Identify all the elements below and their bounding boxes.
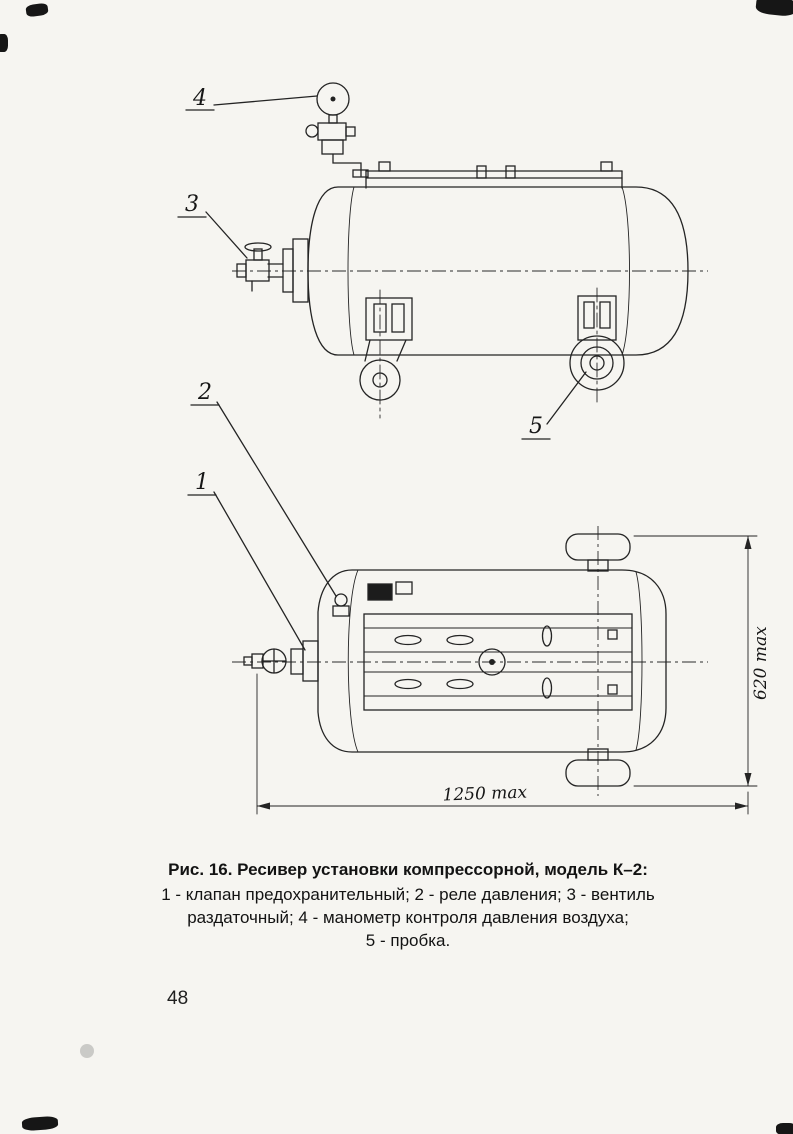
callout-4-label: 4 bbox=[192, 86, 207, 111]
figure16-technical-drawing: 620 max 1250 max 4 3 2 1 bbox=[177, 82, 771, 815]
dimension-length: 1250 max bbox=[256, 673, 749, 815]
callout-5-label: 5 bbox=[529, 414, 543, 439]
side-view bbox=[232, 82, 708, 419]
distribution-valve bbox=[236, 238, 309, 303]
tank-body-side bbox=[307, 186, 689, 356]
top-rails bbox=[365, 161, 623, 189]
pressure-gauge-assembly bbox=[305, 82, 369, 178]
callout-5-leader bbox=[546, 371, 587, 425]
callout-2-label: 2 bbox=[197, 380, 212, 405]
scan-artifact bbox=[0, 34, 8, 52]
mounting-platform bbox=[363, 613, 633, 711]
callout-4: 4 bbox=[185, 86, 318, 111]
callout-2-leader bbox=[216, 401, 337, 597]
callout-1-label: 1 bbox=[195, 470, 209, 495]
callout-1: 1 bbox=[187, 470, 306, 651]
center-fitting bbox=[478, 648, 506, 676]
page-number: 48 bbox=[167, 988, 189, 1009]
scan-smudge bbox=[80, 1044, 94, 1058]
figure-caption-line: 1 - клапан предохранительный; 2 - реле д… bbox=[161, 885, 655, 904]
swivel-caster bbox=[359, 289, 413, 419]
callout-5: 5 bbox=[521, 371, 587, 440]
rear-wheel bbox=[569, 287, 625, 407]
scan-artifact bbox=[21, 1115, 59, 1132]
wheel-bottom-plan bbox=[565, 748, 631, 787]
callout-3: 3 bbox=[177, 192, 248, 259]
tank-body-plan bbox=[317, 569, 667, 753]
pressure-relay bbox=[367, 581, 413, 601]
figure-caption-line: 5 - пробка. bbox=[365, 931, 451, 950]
figure-caption: Рис. 16. Ресивер установки компрессорной… bbox=[128, 858, 688, 952]
dimension-height: 620 max bbox=[633, 535, 771, 787]
safety-valve bbox=[332, 593, 350, 617]
callout-3-leader bbox=[205, 211, 248, 259]
scan-artifact bbox=[776, 1123, 793, 1134]
callout-3-label: 3 bbox=[185, 192, 199, 217]
callout-4-leader bbox=[213, 95, 318, 106]
dimension-length-label: 1250 max bbox=[442, 783, 528, 806]
callout-1-leader bbox=[213, 491, 306, 651]
wheel-top-plan bbox=[565, 533, 631, 572]
figure-caption-title: Рис. 16. Ресивер установки компрессорной… bbox=[168, 860, 648, 879]
plan-view bbox=[232, 526, 708, 796]
left-fitting bbox=[243, 640, 319, 682]
figure-caption-line: раздаточный; 4 - манометр контроля давле… bbox=[187, 908, 629, 927]
dimension-height-label: 620 max bbox=[751, 626, 771, 700]
callout-2: 2 bbox=[190, 380, 337, 597]
